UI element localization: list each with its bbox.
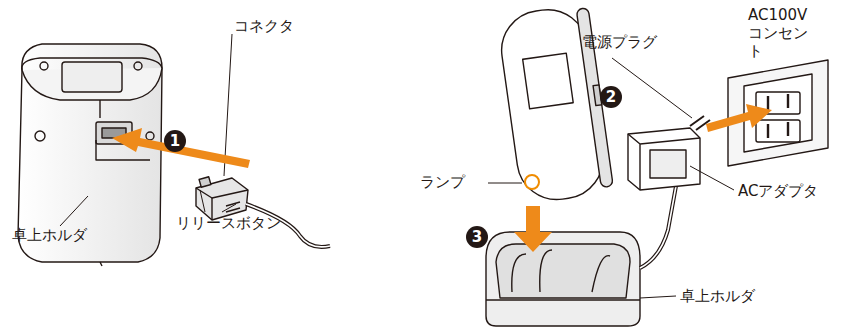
part-label: 卓上ホルダ [680,287,755,305]
part-label: ACアダプタ [738,182,818,200]
part-label: ランプ [420,173,465,191]
callout-number: 3 [466,226,488,248]
part-label: リリースボタン [176,214,281,232]
part-label: AC100V コンセント [748,6,812,60]
part-label: コネクタ [234,17,294,35]
callout-number: 2 [600,86,622,108]
callout-number: 1 [164,130,186,152]
part-label: 卓上ホルダ [12,226,87,244]
part-label: 電源プラグ [582,33,657,51]
